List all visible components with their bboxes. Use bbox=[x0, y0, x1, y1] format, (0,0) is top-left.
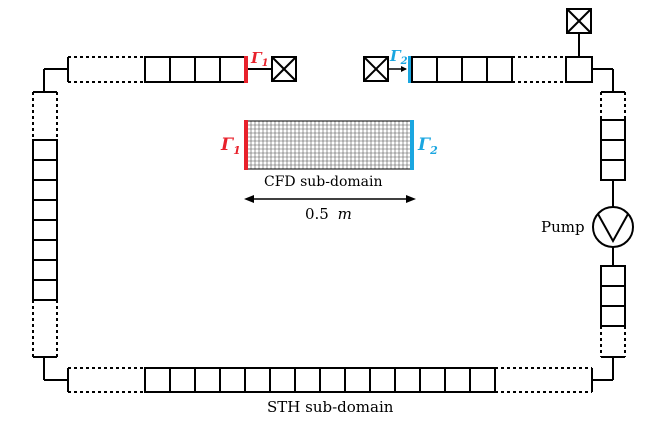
bottom-pipe bbox=[67, 367, 613, 393]
top-right-pipe bbox=[411, 33, 614, 92]
left-pipe bbox=[32, 68, 68, 381]
valve-icon bbox=[363, 56, 389, 82]
gamma2-boundary-top bbox=[408, 56, 412, 83]
gamma1-label-cfd: Γ1 bbox=[220, 135, 241, 157]
gamma1-boundary-cfd bbox=[244, 120, 248, 170]
valve-icon bbox=[271, 56, 297, 82]
gamma2-label-cfd: Γ2 bbox=[417, 135, 438, 157]
length-value: 0.5 bbox=[305, 205, 329, 223]
right-pipe bbox=[600, 91, 626, 380]
gamma1-boundary-top bbox=[244, 56, 248, 83]
gamma1-label-top: Γ1 bbox=[250, 49, 269, 69]
pump-icon bbox=[592, 206, 634, 248]
dimension-arrow-icon bbox=[244, 195, 416, 203]
arrow-icon bbox=[388, 66, 407, 72]
top-left-pipe bbox=[67, 56, 272, 83]
gamma2-label-top: Γ2 bbox=[389, 47, 408, 67]
gamma2-boundary-cfd bbox=[410, 120, 414, 170]
length-unit: m bbox=[338, 205, 352, 223]
cfd-mesh bbox=[247, 121, 411, 169]
pump-label: Pump bbox=[541, 218, 585, 236]
sth-label: STH sub-domain bbox=[267, 398, 394, 416]
cfd-label: CFD sub-domain bbox=[264, 174, 383, 190]
length-label: 0.5 m bbox=[305, 205, 352, 223]
valve-icon bbox=[566, 8, 592, 34]
